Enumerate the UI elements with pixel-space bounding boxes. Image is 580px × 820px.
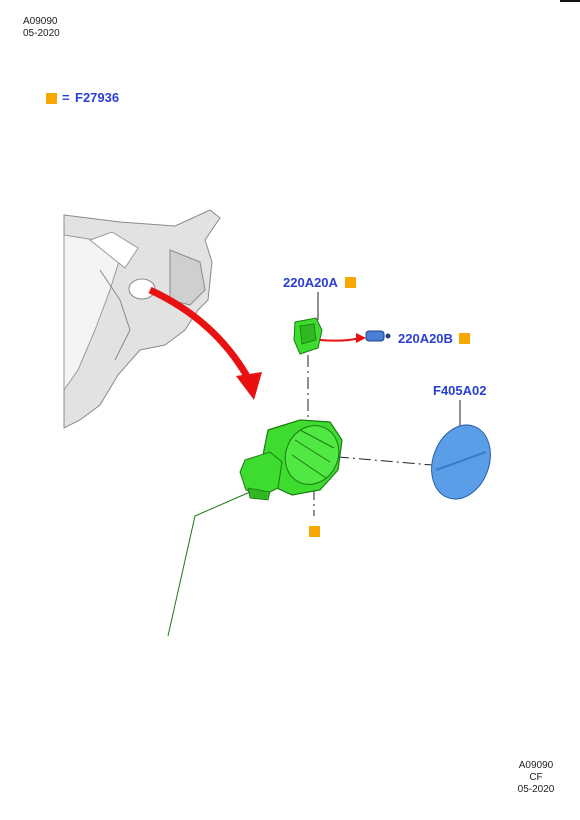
small-bracket-part[interactable] [293, 317, 323, 355]
footer-code: A09090 [518, 760, 554, 771]
marker-220A20A [345, 277, 356, 288]
footer-sub: CF [529, 772, 543, 783]
callout-F405A02[interactable]: F405A02 [433, 383, 487, 398]
red-arrow [148, 286, 262, 400]
center-lines [307, 355, 433, 516]
quarter-panel-illustration [63, 209, 221, 429]
connector-part[interactable] [365, 330, 391, 342]
fuel-door-part[interactable] [422, 417, 501, 508]
marker-220A20B [459, 333, 470, 344]
marker-housing [309, 526, 320, 537]
header-block: A09090 05-2020 [23, 16, 60, 40]
footer-block: A09090 CF 05-2020 [512, 760, 560, 796]
callout-220A20A[interactable]: 220A20A [283, 275, 338, 290]
top-edge-line [560, 0, 580, 2]
legend-marker [46, 93, 57, 104]
connector-arrow [319, 333, 366, 343]
header-code: A09090 [23, 16, 58, 27]
fuel-filler-housing[interactable] [239, 417, 348, 501]
callout-220A20B[interactable]: 220A20B [398, 331, 453, 346]
footer-date: 05-2020 [517, 784, 555, 795]
header-date: 05-2020 [23, 28, 60, 39]
legend-equals: = [62, 90, 70, 105]
drain-hose-line [167, 491, 251, 637]
legend-part-number[interactable]: F27936 [75, 90, 120, 105]
